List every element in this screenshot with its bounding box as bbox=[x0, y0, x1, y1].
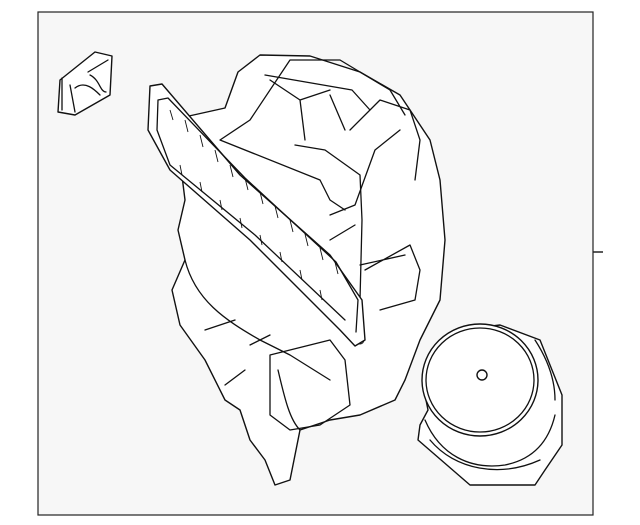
filter-frame-part bbox=[147, 83, 366, 347]
bracket-part bbox=[57, 51, 113, 116]
blower-motor-part bbox=[417, 323, 563, 486]
